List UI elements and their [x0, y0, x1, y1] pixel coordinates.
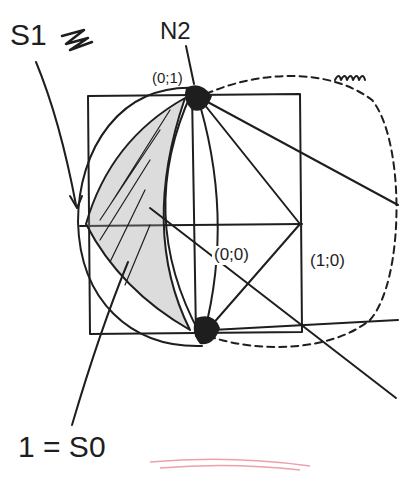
sketch-label: 1 = S0	[16, 430, 108, 463]
sketch-label: N2	[158, 18, 193, 44]
sketch-label: (0;0)	[212, 246, 251, 265]
sketch-label: (0;1)	[150, 70, 185, 87]
sketch-label: S1	[8, 18, 49, 51]
sketch-label: (1;0)	[308, 252, 347, 271]
